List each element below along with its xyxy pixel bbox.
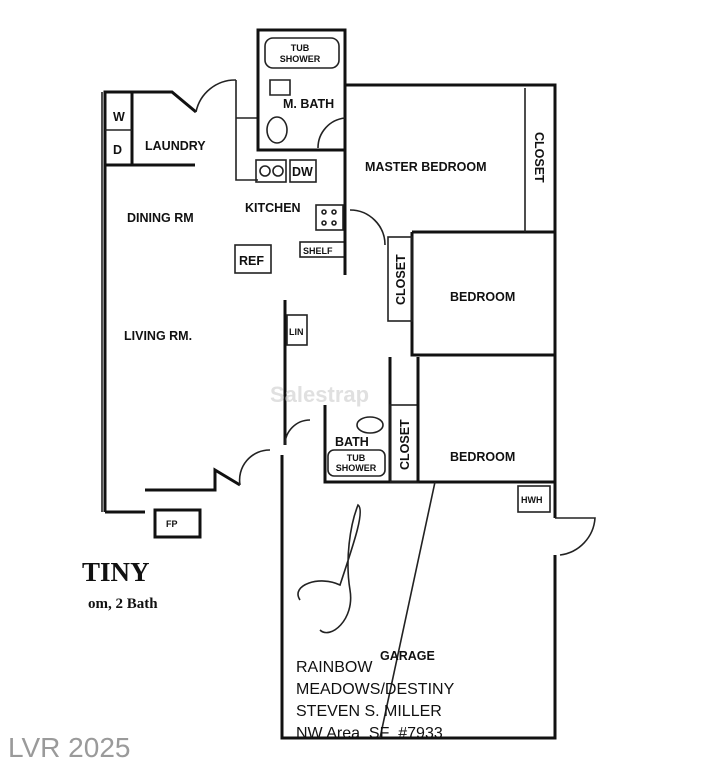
stamp-line1: RAINBOW	[296, 659, 373, 676]
master-bath-label: M. BATH	[283, 97, 334, 111]
bath-label: BATH	[335, 435, 369, 449]
stamp-line3: STEVEN S. MILLER	[296, 703, 442, 720]
bedroom3-closet-label: CLOSET	[398, 419, 412, 470]
garage-label: GARAGE	[380, 649, 435, 663]
kitchen-label: KITCHEN	[245, 201, 301, 215]
shower-label: SHOWER	[280, 54, 321, 64]
stamp-line2: MEADOWS/DESTINY	[296, 681, 455, 698]
dishwasher-label: DW	[292, 165, 313, 179]
laundry-label: LAUNDRY	[145, 139, 206, 153]
fireplace-label: FP	[166, 519, 178, 529]
dryer-label: D	[113, 143, 122, 157]
bedroom2-label: BEDROOM	[450, 290, 515, 304]
master-bedroom-label: MASTER BEDROOM	[365, 160, 487, 174]
washer-label: W	[113, 110, 125, 124]
walls	[101, 28, 596, 740]
shelf-label: SHELF	[303, 246, 333, 256]
watermark-center: Salestrap	[270, 382, 369, 407]
model-subtitle: om, 2 Bath	[88, 596, 158, 612]
model-name: TINY	[82, 557, 150, 587]
master-closet-label: CLOSET	[532, 132, 546, 183]
bedroom3-label: BEDROOM	[450, 450, 515, 464]
bath-tub-label: TUB	[347, 453, 366, 463]
hwh-label: HWH	[521, 495, 543, 505]
living-label: LIVING RM.	[124, 329, 192, 343]
bath-shower-label: SHOWER	[336, 463, 377, 473]
bedroom2-closet-label: CLOSET	[394, 254, 408, 305]
stamp-line4: NW Area SF #7933	[296, 725, 443, 742]
watermark-corner: LVR 2025	[8, 732, 130, 763]
linen-label: LIN	[289, 327, 304, 337]
tub-label: TUB	[291, 43, 310, 53]
dining-label: DINING RM	[127, 211, 194, 225]
ref-label: REF	[239, 254, 264, 268]
